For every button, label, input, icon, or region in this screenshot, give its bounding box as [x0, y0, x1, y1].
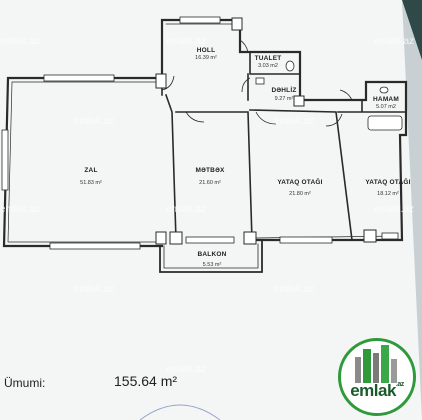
- bathtub-icon: [367, 115, 403, 131]
- room-area-holl: 16.39 m²: [195, 55, 217, 61]
- window: [381, 232, 399, 240]
- window: [1, 129, 9, 191]
- door-swing: [339, 89, 353, 101]
- watermark-text: emlak.az: [274, 116, 314, 127]
- room-area-yataq-2: 18.12 m²: [377, 191, 399, 197]
- watermark-text: emlak.az: [0, 36, 40, 47]
- room-area-metbex: 21.60 m²: [199, 180, 221, 186]
- windows: [1, 16, 399, 250]
- door-swing: [255, 111, 277, 125]
- door-swing: [239, 39, 249, 53]
- emlak-logo: emlak.az: [338, 338, 416, 416]
- pillar: [243, 231, 257, 245]
- window: [185, 236, 235, 244]
- total-area-value: 155.64 m²: [114, 373, 178, 389]
- door-swing: [161, 75, 175, 91]
- wall-inner-line: [7, 23, 399, 243]
- city-skyline-icon: [355, 345, 397, 383]
- pillar: [363, 229, 377, 243]
- watermark-text: emlak.az: [74, 284, 114, 295]
- watermark-text: emlak.az: [274, 284, 314, 295]
- watermark-text: emlak.az: [166, 364, 206, 375]
- logo-text: emlak: [350, 381, 396, 400]
- balcony-wall: [159, 239, 263, 273]
- window: [179, 16, 221, 24]
- logo-suffix: .az: [395, 381, 404, 388]
- paper-shadow: [402, 0, 422, 60]
- total-area-label: Ümumi:: [4, 376, 46, 390]
- room-name-hamam: HAMAM: [373, 96, 399, 103]
- door-swing: [241, 77, 251, 93]
- stamp-fragment: [139, 404, 221, 420]
- watermark-text: emlak.az: [0, 204, 40, 215]
- room-name-metbex: MƏTBƏX: [195, 167, 225, 174]
- window: [43, 74, 115, 82]
- pillar: [231, 17, 243, 31]
- room-area-hamam: 5.07 m2: [376, 104, 396, 110]
- watermark-text: emlak.az: [374, 36, 414, 47]
- toilet-icon: [379, 86, 389, 94]
- room-name-zal: ZAL: [84, 167, 97, 174]
- pillar: [293, 95, 305, 107]
- watermark-text: emlak.az: [74, 116, 114, 127]
- pillar: [155, 231, 167, 245]
- room-area-dehliz: 9.27 m²: [275, 96, 294, 102]
- room-name-tualet: TUALET: [255, 55, 282, 62]
- logo-wordmark: emlak.az: [341, 381, 413, 401]
- window: [279, 236, 333, 244]
- doors: [161, 39, 353, 127]
- balcony-rail: [163, 243, 259, 269]
- room-area-zal: 51.83 m²: [80, 180, 102, 186]
- sink-icon: [255, 77, 265, 85]
- room-name-balkon: BALKON: [197, 251, 226, 258]
- room-name-dehliz: DƏHLİZ: [271, 86, 296, 94]
- window: [49, 242, 141, 250]
- pillars: [155, 17, 377, 245]
- pillar: [155, 73, 167, 89]
- toilet-icon: [285, 60, 295, 72]
- watermarks: emlak.az emlak.az emlak.az emlak.az emla…: [0, 36, 414, 375]
- watermark-text: emlak.az: [374, 204, 414, 215]
- room-area-yataq-1: 21.80 m²: [289, 191, 311, 197]
- room-name-holl: HOLL: [197, 47, 216, 54]
- fixtures: [255, 60, 403, 131]
- door-swing: [185, 111, 205, 123]
- room-name-yataq-2: YATAQ OTAĞI: [365, 177, 410, 186]
- watermark-text: emlak.az: [166, 204, 206, 215]
- door-swing: [325, 113, 343, 127]
- room-area-balkon: 5.53 m²: [203, 262, 222, 268]
- room-area-tualet: 3.03 m2: [258, 63, 278, 69]
- room-name-yataq-1: YATAQ OTAĞI: [277, 177, 322, 186]
- pillar: [169, 231, 183, 245]
- watermark-text: emlak.az: [166, 36, 206, 47]
